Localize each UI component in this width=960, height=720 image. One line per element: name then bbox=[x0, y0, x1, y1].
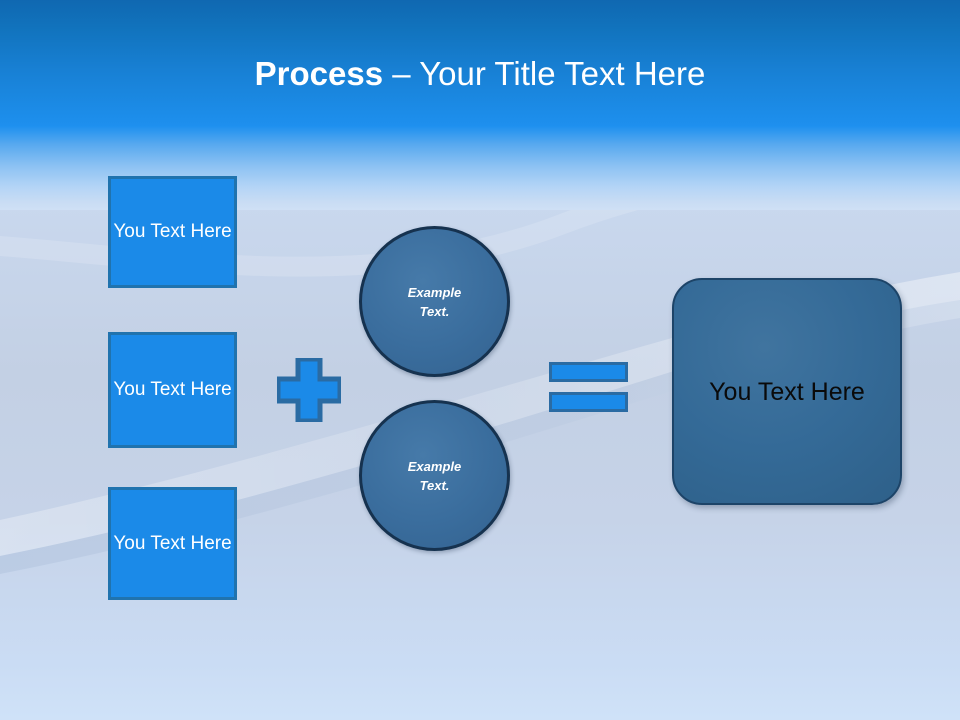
result-box[interactable]: You Text Here bbox=[672, 278, 902, 505]
equals-bar-bottom bbox=[549, 392, 628, 412]
input-box-3-label: You Text Here bbox=[113, 532, 232, 554]
page-title-light: – Your Title Text Here bbox=[383, 55, 706, 92]
circle-2-line1: Example bbox=[407, 458, 462, 474]
input-box-1-label: You Text Here bbox=[113, 221, 232, 242]
equals-icon bbox=[549, 362, 628, 412]
circle-1[interactable]: Example Text. bbox=[359, 226, 510, 377]
input-box-3[interactable]: You Text Here bbox=[108, 487, 237, 600]
circle-2[interactable]: Example Text. bbox=[359, 400, 510, 551]
header-band bbox=[0, 0, 960, 128]
equals-bar-top bbox=[549, 362, 628, 382]
plus-icon bbox=[277, 358, 341, 422]
result-box-label: You Text Here bbox=[709, 377, 865, 406]
page-title: Process – Your Title Text Here bbox=[0, 52, 960, 96]
input-box-2-label: You Text Here bbox=[113, 379, 232, 400]
circle-1-line1: Example bbox=[407, 284, 462, 300]
circle-1-line2: Text. bbox=[419, 303, 450, 319]
input-box-2[interactable]: You Text Here bbox=[108, 332, 237, 448]
input-box-1[interactable]: You Text Here bbox=[108, 176, 237, 288]
circle-2-line2: Text. bbox=[419, 477, 450, 493]
page-title-strong: Process bbox=[254, 55, 384, 92]
